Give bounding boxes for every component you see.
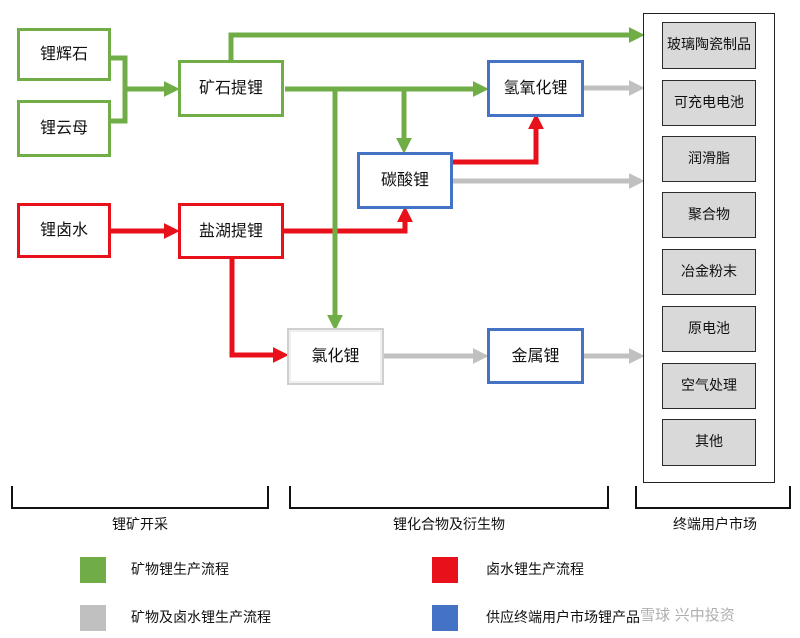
end-user-label: 其他 [695,434,723,451]
section-label-end-market: 终端用户市场 [673,517,757,533]
legend-swatch-supply [432,605,458,631]
lithium-hydroxide-label: 氢氧化锂 [503,78,568,98]
section-brackets [11,486,791,509]
section-label-compounds: 锂化合物及衍生物 [393,517,505,533]
salt-lake-extraction-label: 盐湖提锂 [198,220,263,240]
legend-swatch-shared [80,605,106,631]
section-label-mining: 锂矿开采 [112,517,168,533]
ore-extraction-label: 矿石提锂 [198,78,263,98]
shared-flow-arrows [384,79,645,365]
legend-label-supply: 供应终端用户市场锂产品 [486,610,640,626]
end-user-primary-battery: 原电池 [662,306,756,352]
lithium-carbonate-label: 碳酸锂 [380,170,429,190]
end-user-glass-ceramics: 玻璃陶瓷制品 [662,22,756,69]
spodumene-label: 锂辉石 [39,44,88,64]
end-user-label: 可充电电池 [674,94,744,111]
end-user-polymer: 聚合物 [662,192,756,238]
end-user-market-panel [643,13,775,483]
legend-swatch-brine [432,557,458,583]
end-user-label: 聚合物 [688,206,730,223]
end-user-air-treatment: 空气处理 [662,363,756,409]
connector-lepidolite [111,89,128,124]
brine-flow-arrows [110,113,545,364]
lithium-chloride-box: 氯化锂 [287,328,384,385]
end-user-label: 润滑脂 [688,150,730,167]
arrow-saltlake-to-chloride [229,259,289,364]
end-user-rechargeable-battery: 可充电电池 [662,80,756,126]
watermark: 雪球 兴中投资 [640,606,735,624]
end-user-label: 原电池 [688,320,730,337]
lithium-metal-label: 金属锂 [511,345,560,365]
mineral-flow-arrows [111,26,645,331]
end-user-grease: 润滑脂 [662,136,756,182]
lithium-hydroxide-box: 氢氧化锂 [487,60,584,117]
lepidolite-box: 锂云母 [17,100,111,157]
end-user-label: 空气处理 [681,377,737,394]
arrow-saltlake-to-carbonate [284,206,414,234]
arrow-carbonate-to-hydroxide [453,113,545,165]
connector-spodumene [111,55,128,89]
salt-lake-extraction-box: 盐湖提锂 [178,203,284,259]
lithium-carbonate-box: 碳酸锂 [357,152,453,209]
brine-label: 锂卤水 [39,220,88,240]
legend-label-mineral: 矿物锂生产流程 [131,562,229,578]
end-user-other: 其他 [662,419,756,466]
bracket-compounds [289,486,609,509]
lithium-metal-box: 金属锂 [487,328,584,384]
brine-box: 锂卤水 [17,203,111,258]
arrow-ore-to-ceramics [228,26,645,60]
legend-label-brine: 卤水锂生产流程 [486,562,584,578]
ore-extraction-box: 矿石提锂 [178,60,284,117]
lepidolite-label: 锂云母 [39,118,88,138]
legend-label-shared: 矿物及卤水锂生产流程 [131,610,271,626]
end-user-metallurgical-powder: 冶金粉末 [662,249,756,295]
lithium-chloride-label: 氯化锂 [311,346,360,366]
spodumene-box: 锂辉石 [17,28,111,81]
bracket-mining [11,486,269,509]
legend-swatch-mineral [80,557,106,583]
end-user-label: 玻璃陶瓷制品 [667,37,751,54]
bracket-end-market [635,486,791,509]
end-user-label: 冶金粉末 [681,263,737,280]
